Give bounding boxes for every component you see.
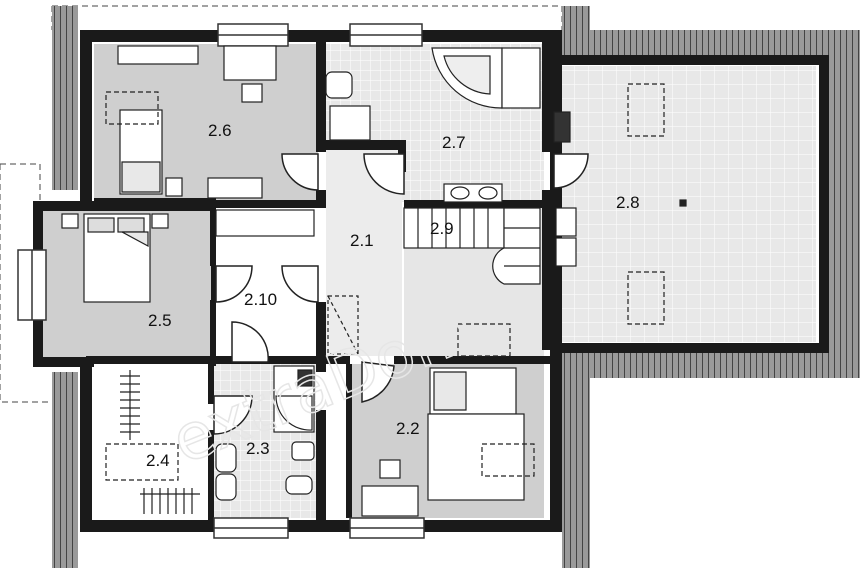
- windows: [17, 23, 425, 539]
- room-label-2-3: 2.3: [246, 439, 270, 458]
- room-2-2-furniture: [361, 367, 535, 517]
- room-label-2-7: 2.7: [442, 133, 466, 152]
- interior-walls: [86, 36, 550, 526]
- corridor-features: [327, 295, 359, 355]
- room-label-2-1: 2.1: [350, 231, 374, 250]
- roof-hatch-right-bottom: [562, 350, 860, 568]
- room-2-3-furniture: [215, 365, 315, 501]
- room-label-2-8: 2.8: [616, 193, 640, 212]
- terrace-furniture: [555, 83, 687, 325]
- roof-hatch-right-top: [562, 6, 860, 60]
- room-2-10-furniture: [215, 209, 315, 237]
- room-label-2-4: 2.4: [146, 451, 170, 470]
- room-2-6-furniture: [105, 45, 277, 199]
- roof-hatch-left-top: [52, 6, 78, 190]
- roof-hatch-right-edge: [828, 56, 860, 350]
- room-2-5-furniture: [61, 213, 169, 303]
- room-label-2-10: 2.10: [244, 290, 277, 309]
- roof-hatch-left-bottom: [52, 372, 78, 568]
- room-labels: 2.6 2.7 2.8 2.9 2.1 2.5 2.10 2.2 2.3 2.4: [146, 121, 640, 470]
- room-label-2-9: 2.9: [430, 219, 454, 238]
- room-label-2-5: 2.5: [148, 311, 172, 330]
- staircase: [403, 207, 541, 357]
- room-2-4-furniture: [105, 370, 200, 514]
- room-2-7-furniture: [325, 47, 571, 203]
- room-label-2-6: 2.6: [208, 121, 232, 140]
- room-label-2-2: 2.2: [396, 419, 420, 438]
- doors: [213, 153, 589, 435]
